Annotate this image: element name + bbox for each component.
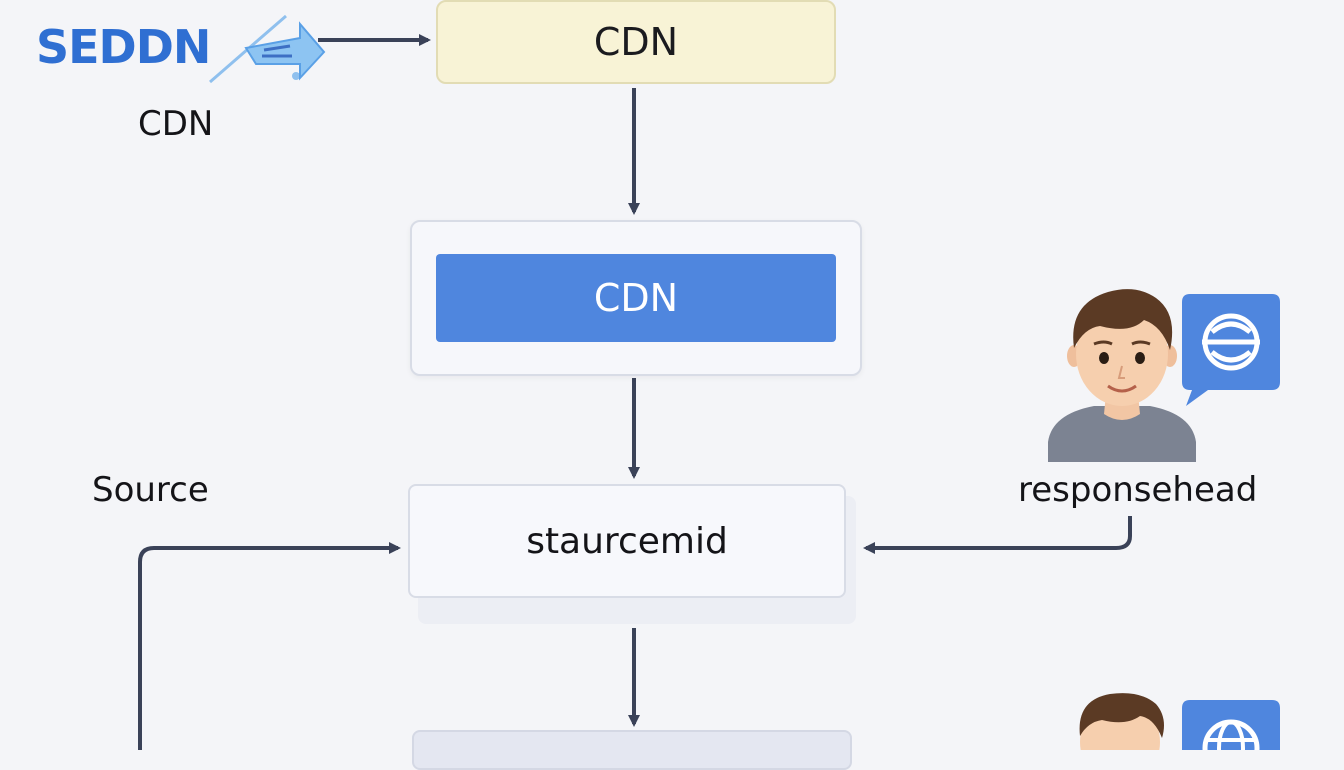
source-label: Source: [92, 470, 209, 510]
lower-node: staurcemid: [408, 484, 846, 598]
speed-arrow-icon: [209, 14, 326, 84]
response-label: responsehead: [1018, 470, 1258, 510]
cdn-node-top-label: CDN: [593, 20, 679, 64]
arrow-response: [863, 516, 1132, 554]
cdn-node-middle: CDN: [436, 254, 836, 342]
globe-chat-bubble-icon: [1182, 700, 1280, 750]
bottom-node: [412, 730, 852, 770]
cdn-node-top: CDN: [436, 0, 836, 84]
person-avatar-icon: [1048, 289, 1196, 462]
logo-text: SEDDN: [36, 20, 211, 74]
cdn-node-middle-label: CDN: [593, 276, 679, 320]
person-avatar-icon-2: [1079, 693, 1164, 750]
chat-bubble-icon: [1182, 294, 1280, 406]
lower-node-label: staurcemid: [526, 520, 728, 562]
arrow-source-loop: [138, 542, 401, 750]
cdn-label: CDN: [138, 104, 214, 144]
connector-layer: [138, 34, 1132, 750]
seddn-logo: SEDDN: [36, 12, 336, 84]
